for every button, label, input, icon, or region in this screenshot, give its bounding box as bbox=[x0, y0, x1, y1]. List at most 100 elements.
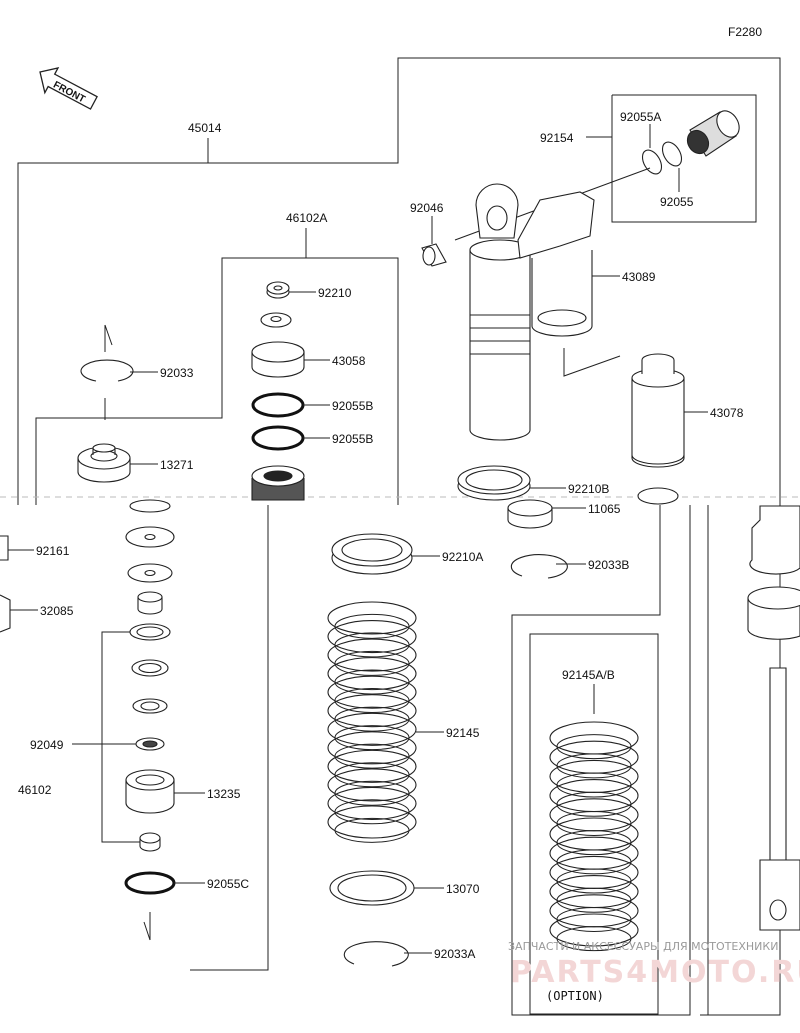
spring-coil bbox=[327, 731, 417, 765]
spring-coil-inner bbox=[556, 753, 632, 779]
o-ring-92055b-1-shape bbox=[251, 392, 305, 418]
label-92210[interactable]: 92210 bbox=[318, 286, 352, 300]
valve-92154-shape bbox=[641, 110, 740, 175]
spring-92145-shape bbox=[327, 601, 417, 843]
spring-coil bbox=[327, 638, 417, 672]
spring-coil bbox=[327, 657, 417, 691]
label-43058[interactable]: 43058 bbox=[332, 354, 366, 368]
option-label: (OPTION) bbox=[546, 989, 604, 1003]
cap-13271-shape bbox=[77, 443, 131, 483]
part-13070-shape bbox=[329, 870, 415, 906]
label-92055b-2[interactable]: 92055B bbox=[332, 432, 373, 446]
label-92049[interactable]: 92049 bbox=[30, 738, 64, 752]
nut-92210-shape bbox=[266, 281, 290, 299]
spring-coil bbox=[549, 779, 639, 813]
label-92210a[interactable]: 92210A bbox=[442, 550, 483, 564]
label-13271[interactable]: 13271 bbox=[160, 458, 194, 472]
left-cut-parts-shape bbox=[0, 535, 11, 633]
label-92033b[interactable]: 92033B bbox=[588, 558, 629, 572]
spring-coil-inner bbox=[556, 791, 632, 817]
spring-coil-inner bbox=[334, 613, 410, 639]
spring-coil-inner bbox=[556, 734, 632, 760]
label-46102a[interactable]: 46102A bbox=[286, 211, 327, 225]
label-32085[interactable]: 32085 bbox=[40, 604, 74, 618]
nut-92210a-shape bbox=[331, 533, 413, 575]
label-92055[interactable]: 92055 bbox=[660, 195, 694, 209]
stack-parts-shape bbox=[124, 499, 176, 895]
label-92210b[interactable]: 92210B bbox=[568, 482, 609, 496]
o-ring-92055b-2-shape bbox=[251, 425, 305, 451]
ring-shape bbox=[637, 487, 679, 505]
spring-coil-inner bbox=[334, 743, 410, 769]
circlip-92033a-shape bbox=[343, 941, 409, 967]
spring-coil bbox=[327, 786, 417, 821]
spring-92145ab-shape bbox=[549, 721, 639, 952]
spring-coil-inner bbox=[556, 849, 632, 875]
label-92033[interactable]: 92033 bbox=[160, 366, 194, 380]
spring-coil bbox=[549, 740, 639, 774]
leader-lines bbox=[8, 124, 708, 954]
spring-coil-inner bbox=[556, 868, 632, 894]
washer-shape bbox=[260, 312, 292, 328]
label-92145[interactable]: 92145 bbox=[446, 726, 480, 740]
spring-coil bbox=[327, 749, 417, 783]
label-92161[interactable]: 92161 bbox=[36, 544, 70, 558]
watermark-tagline: ЗАПЧАСТИ И АКСЕССУАРЫ ДЛЯ МОТОТЕХНИКИ bbox=[508, 940, 778, 953]
label-92055b-1[interactable]: 92055B bbox=[332, 399, 373, 413]
spring-coil-inner bbox=[556, 772, 632, 798]
label-92046[interactable]: 92046 bbox=[410, 201, 444, 215]
spring-coil-inner bbox=[334, 780, 410, 806]
label-11065[interactable]: 11065 bbox=[588, 502, 621, 516]
bracket-lines bbox=[0, 57, 800, 1016]
label-13070[interactable]: 13070 bbox=[446, 882, 480, 896]
spring-coil bbox=[327, 805, 417, 839]
seal-head-shape bbox=[251, 465, 305, 501]
spring-coil bbox=[549, 875, 639, 909]
spring-coil bbox=[549, 894, 639, 928]
spring-coil bbox=[327, 601, 417, 635]
spring-coil bbox=[549, 836, 639, 870]
label-45014[interactable]: 45014 bbox=[188, 121, 222, 135]
diagram-code: F2280 bbox=[728, 25, 762, 39]
spring-coil bbox=[327, 619, 417, 654]
watermark-brand: PARTS4MOTO.RU bbox=[510, 955, 800, 990]
circlip-92033b-shape bbox=[510, 554, 568, 579]
reservoir-43078-shape bbox=[631, 353, 685, 468]
label-43078[interactable]: 43078 bbox=[710, 406, 744, 420]
spring-coil bbox=[327, 694, 417, 728]
spring-coil-inner bbox=[556, 810, 632, 836]
label-92145ab[interactable]: 92145A/B bbox=[562, 668, 615, 682]
spring-coil-inner bbox=[556, 887, 632, 913]
spring-coil-inner bbox=[334, 817, 410, 843]
spring-coil-inner bbox=[334, 650, 410, 676]
spring-coil-inner bbox=[556, 830, 632, 856]
spring-coil-inner bbox=[556, 906, 632, 932]
spring-coil-inner bbox=[334, 669, 410, 695]
circlip-92033-shape bbox=[80, 359, 134, 382]
label-92055a[interactable]: 92055A bbox=[620, 110, 661, 124]
bearing-92046-shape bbox=[421, 243, 447, 267]
spring-coil bbox=[549, 759, 639, 793]
spring-coil bbox=[549, 855, 639, 889]
label-46102[interactable]: 46102 bbox=[18, 783, 52, 797]
spring-coil bbox=[549, 798, 639, 832]
label-13235[interactable]: 13235 bbox=[207, 787, 241, 801]
spring-coil-inner bbox=[334, 688, 410, 714]
spring-coil bbox=[549, 721, 639, 755]
label-92033a[interactable]: 92033A bbox=[434, 947, 475, 961]
spring-coil bbox=[549, 817, 639, 851]
spring-coil-inner bbox=[334, 725, 410, 751]
part-11065-shape bbox=[507, 499, 553, 529]
spring-coil-inner bbox=[334, 799, 410, 825]
spring-coil bbox=[549, 913, 639, 947]
spring-coil bbox=[327, 675, 417, 709]
spring-coil bbox=[327, 768, 417, 802]
label-43089[interactable]: 43089 bbox=[622, 270, 656, 284]
shock-body-43089-shape bbox=[469, 183, 595, 441]
label-92055c[interactable]: 92055C bbox=[207, 877, 249, 891]
label-92154[interactable]: 92154 bbox=[540, 131, 574, 145]
nut-92210b-shape bbox=[457, 465, 531, 501]
spring-coil bbox=[327, 712, 417, 746]
front-arrow-icon: FRONT bbox=[39, 67, 98, 110]
rod-assembly-shape bbox=[747, 505, 800, 931]
